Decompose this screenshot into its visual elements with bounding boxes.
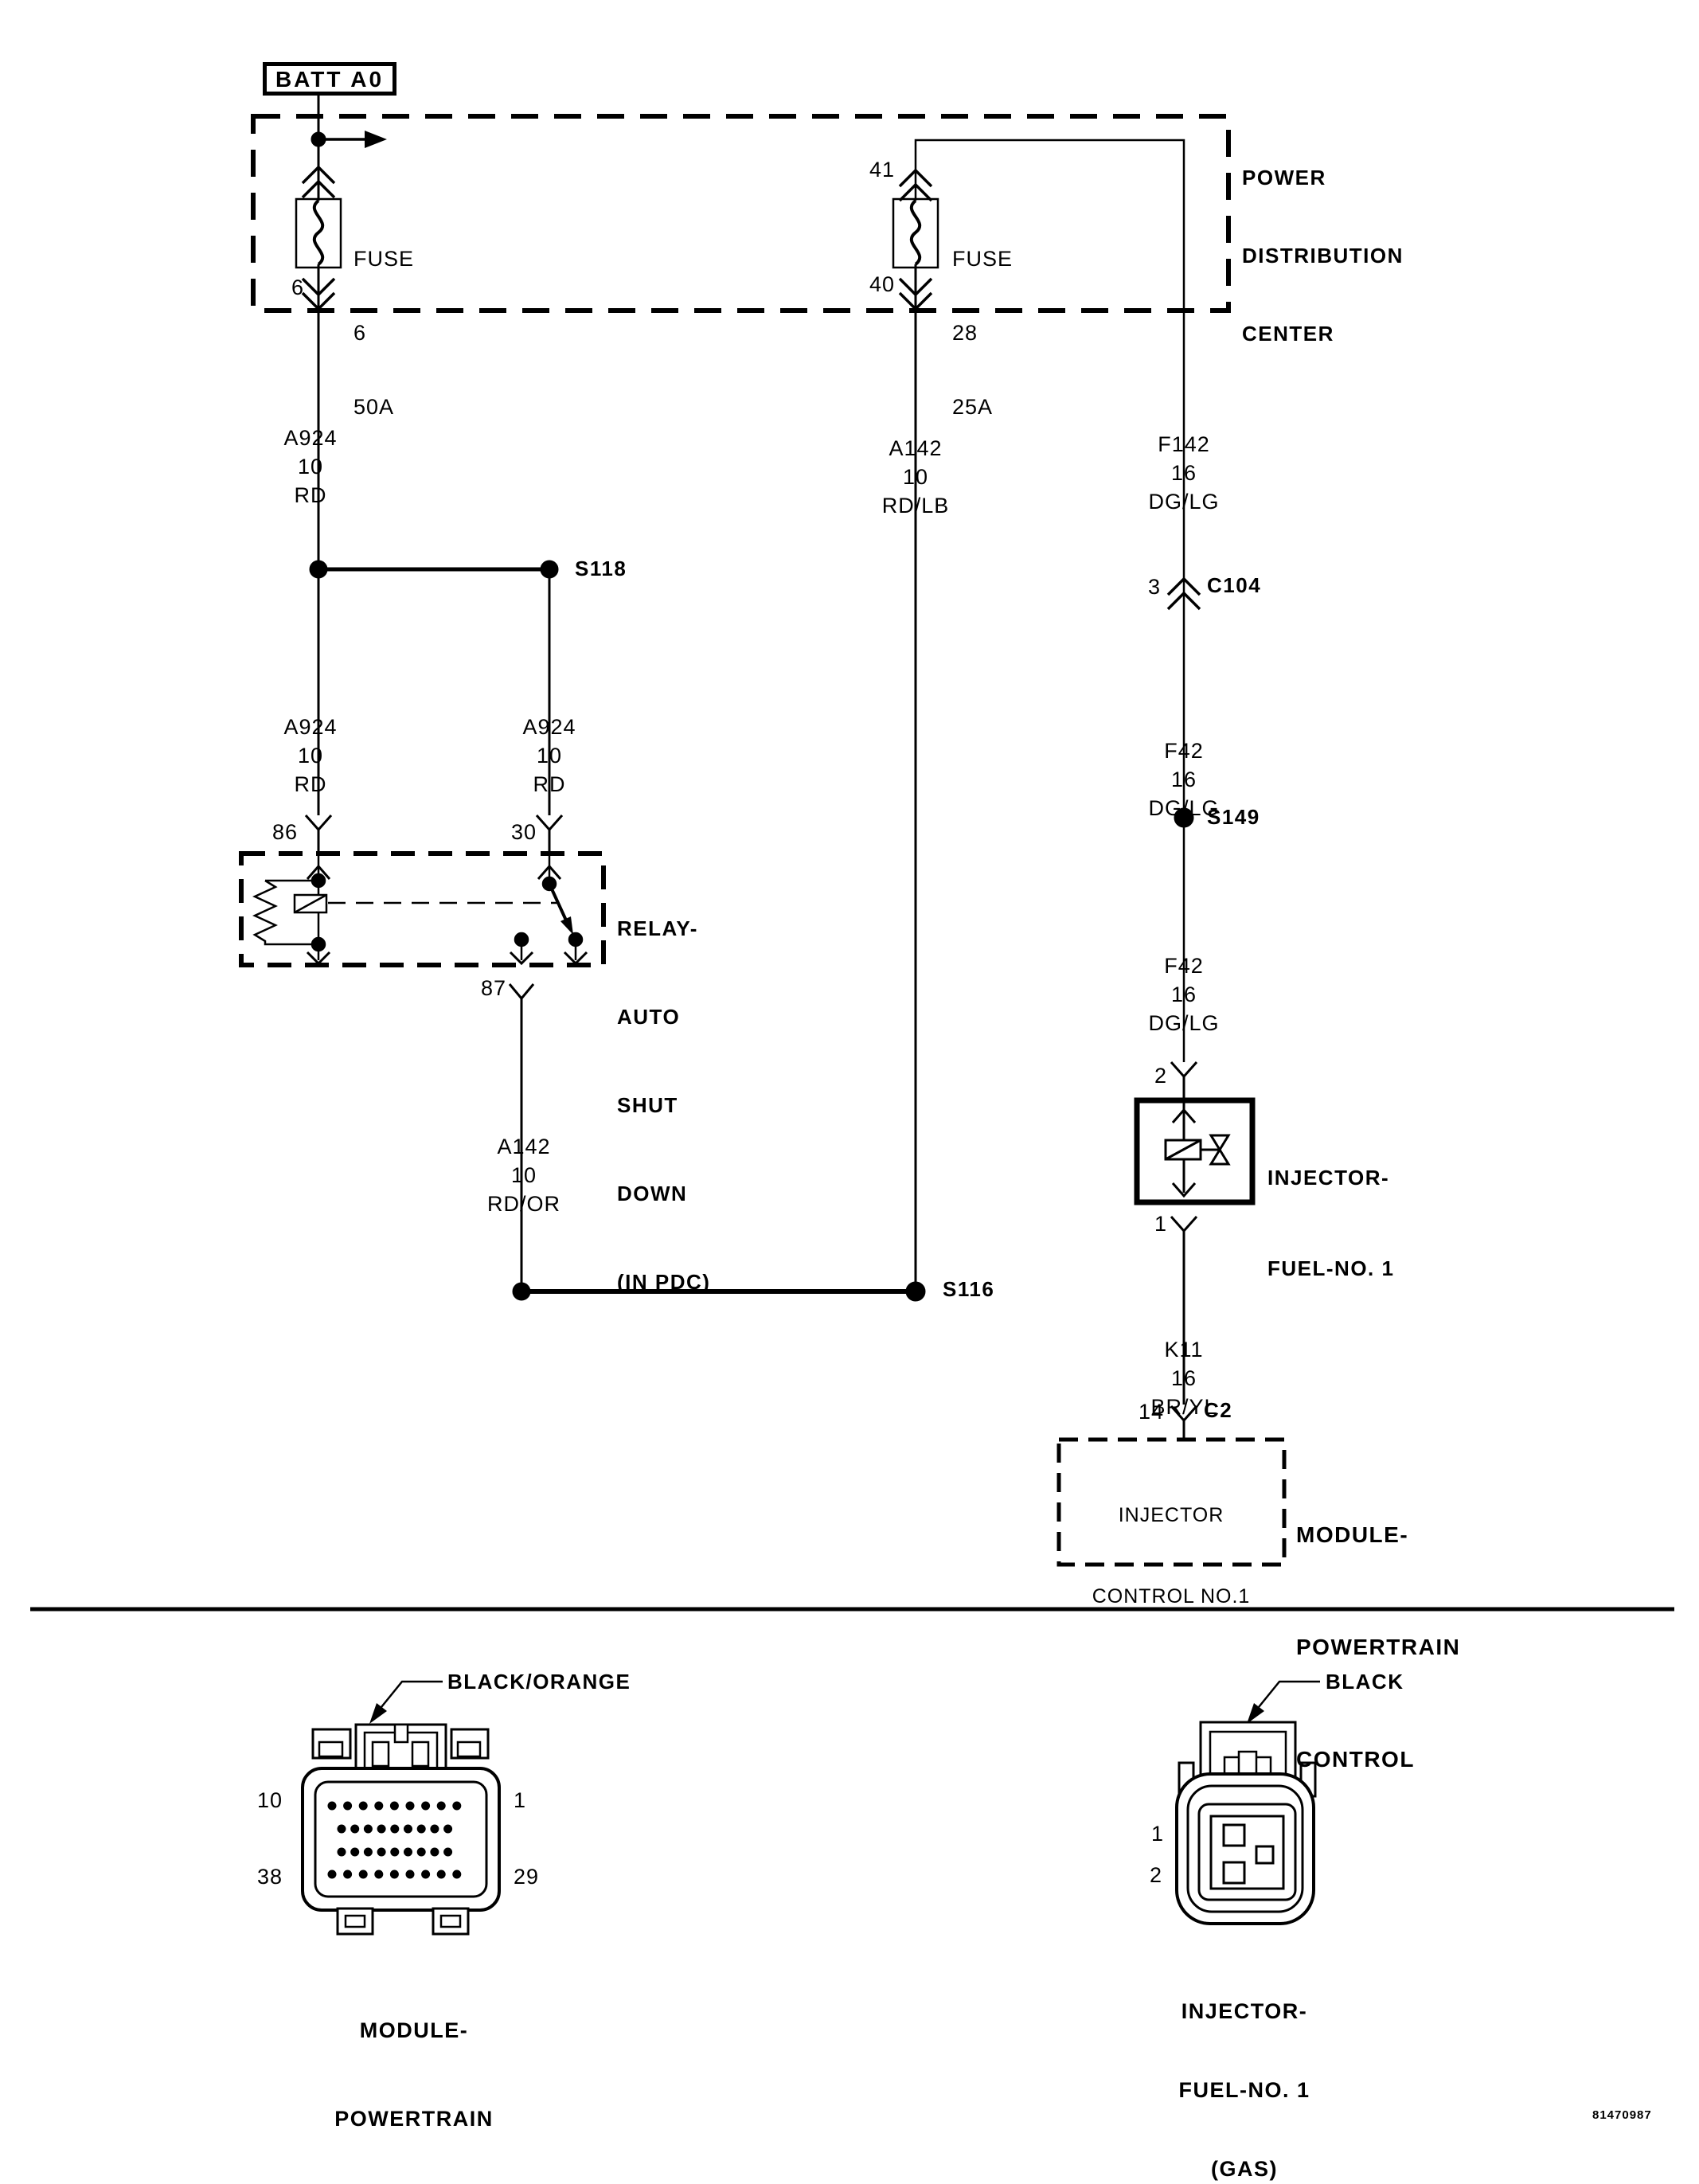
pcm-label: MODULE- POWERTRAIN CONTROL <box>1296 1522 1461 1772</box>
c104-connector-icon <box>1166 576 1201 596</box>
splice-s116-group <box>512 264 926 1302</box>
fuse-6-pin-out: 6 <box>291 275 304 299</box>
pcm-conn-pin-10: 10 <box>256 1788 283 1812</box>
fuse-6-label: FUSE 6 50A <box>353 247 415 419</box>
callout-leader <box>381 1680 443 1708</box>
pdc-box <box>251 114 1231 313</box>
terminal-index <box>1255 1845 1275 1865</box>
relay-label: RELAY- AUTO SHUT DOWN (IN PDC) <box>617 916 711 1294</box>
relay-pin-30: 30 <box>510 820 537 844</box>
c104-label: C104 <box>1207 573 1262 597</box>
splice-s116-label: S116 <box>943 1277 995 1301</box>
relay-switch-arm <box>548 883 568 923</box>
doc-number: 81470987 <box>1592 2108 1652 2122</box>
wire-f142-f42-column <box>1166 576 1201 1100</box>
injector-valve-icon <box>1209 1134 1231 1152</box>
c2-pin-14: 14 <box>1138 1400 1164 1424</box>
injector-pin-1: 1 <box>1154 1212 1167 1236</box>
splice-s149-dot <box>1174 807 1194 828</box>
injector-connector-callout: BLACK <box>1326 1670 1404 1694</box>
injector-connector-caption: INJECTOR- FUEL-NO. 1 (GAS) <box>1178 1999 1310 2181</box>
splice-s149-label: S149 <box>1207 805 1260 829</box>
splice-s118-dot <box>540 560 559 579</box>
relay-coil-icon <box>252 879 318 946</box>
relay-pin-86: 86 <box>271 820 298 844</box>
fuse-28-symbol <box>892 139 1185 1062</box>
inj-conn-pin-2: 2 <box>1149 1863 1162 1887</box>
terminal-2 <box>1222 1861 1246 1885</box>
pcm-conn-pin-29: 29 <box>514 1865 540 1889</box>
pcm-conn-pin-38: 38 <box>256 1865 283 1889</box>
relay-pin-87: 87 <box>480 976 506 1000</box>
feed-arrow-icon <box>365 131 387 148</box>
fuse-28-pin-in: 41 <box>869 158 895 182</box>
c2-label: C2 <box>1204 1398 1233 1422</box>
inj-conn-pin-1: 1 <box>1150 1822 1164 1846</box>
c104-pin: 3 <box>1147 575 1161 599</box>
callout-arrow-icon <box>369 1703 387 1724</box>
splice-s116-dot <box>905 1281 926 1302</box>
injector-symbol <box>1134 1097 1256 1205</box>
relay-internals <box>252 854 588 966</box>
pcm-conn-pin-1: 1 <box>514 1788 527 1812</box>
relay-pin-connectors <box>304 815 564 854</box>
callout-arrow-icon <box>1247 1703 1264 1724</box>
pdc-label: POWER DISTRIBUTION CENTER <box>1242 166 1404 346</box>
wire-a142-rdor <box>508 983 535 1291</box>
pcm-connector-callout: BLACK/ORANGE <box>447 1670 631 1694</box>
wire-k11 <box>1170 1216 1198 1440</box>
injector-connector-drawing <box>1175 1680 1320 1925</box>
fuse-28-label: FUSE 28 25A <box>952 247 1014 419</box>
splice-s118-label: S118 <box>575 557 627 580</box>
pcm-inner-label: INJECTOR CONTROL NO.1 <box>1092 1504 1251 1608</box>
pcm-connector-caption: MODULE- POWERTRAIN CONTROL C2 (3.7L/4.7L… <box>334 2018 494 2131</box>
fuse-28-pin-out: 40 <box>869 272 895 296</box>
callout-leader <box>1258 1680 1320 1708</box>
terminal-1 <box>1222 1823 1246 1847</box>
injector-label: INJECTOR- FUEL-NO. 1 <box>1267 1166 1395 1280</box>
injector-pin-2: 2 <box>1154 1064 1167 1088</box>
pcm-connector-drawing <box>301 1680 501 1936</box>
battery-feed-tag: BATT A0 <box>263 62 396 96</box>
wire-a924-column <box>309 264 559 815</box>
relay-box <box>239 851 606 967</box>
